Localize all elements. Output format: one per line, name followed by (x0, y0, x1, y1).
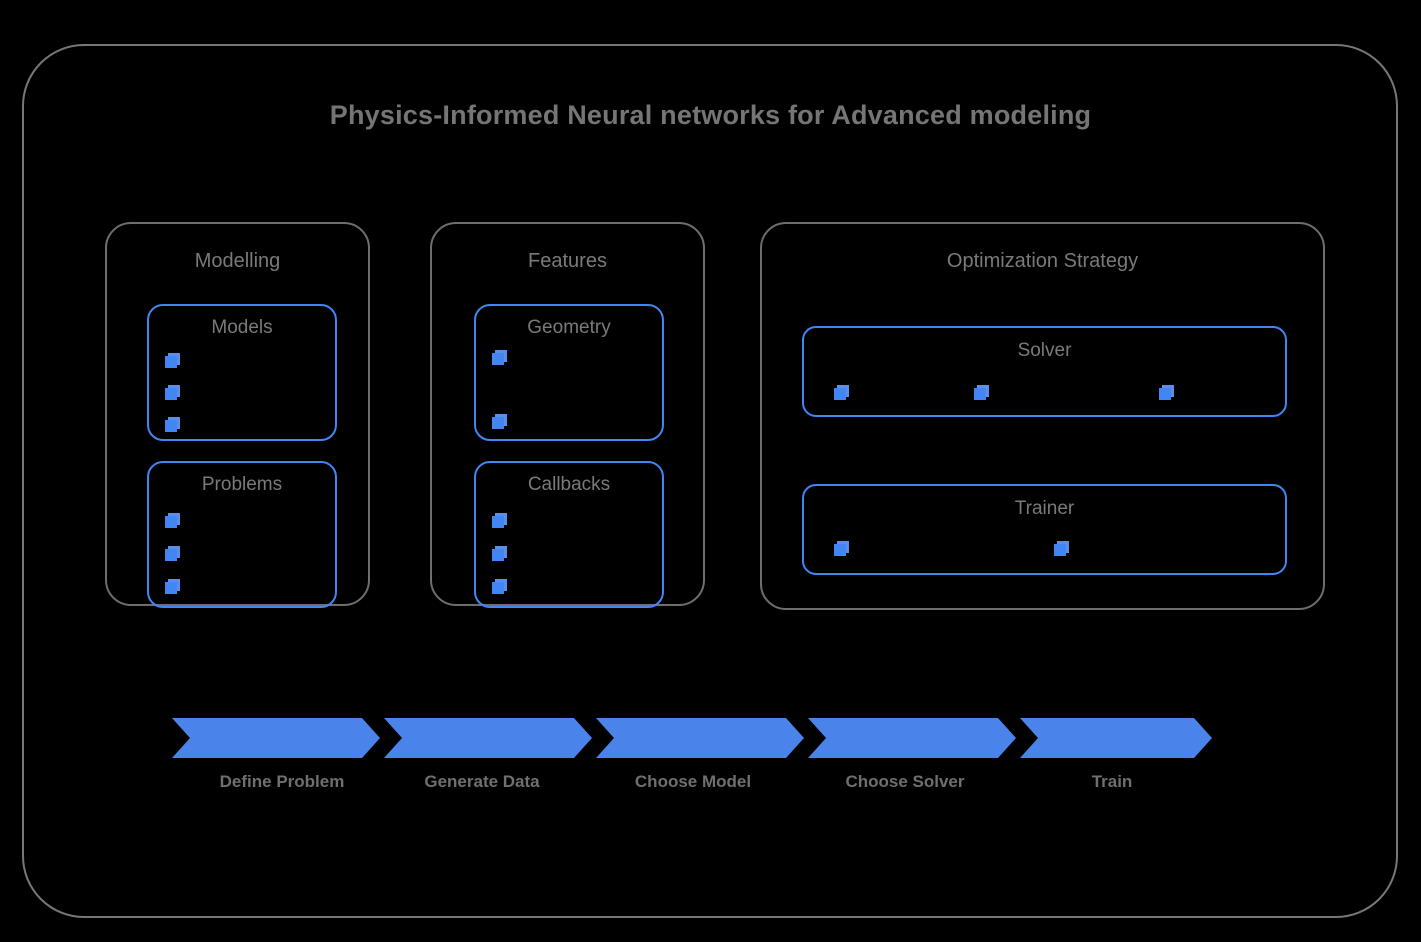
page-title: Physics-Informed Neural networks for Adv… (329, 100, 1092, 130)
group-panel-features: Features Geometry Callbacks (430, 222, 705, 608)
sub-title-solver: Solver (1017, 340, 1072, 361)
bullet-cube-icon (834, 541, 849, 556)
pipeline-step-arrow-3[interactable] (596, 718, 804, 758)
pipeline-step-label-3: Choose Model (634, 772, 752, 791)
bullet-cube-icon (974, 385, 989, 400)
group-title-optimization-strategy: Optimization Strategy (946, 250, 1139, 272)
group-title-features: Features (528, 250, 607, 272)
bullet-cube-icon (1159, 385, 1174, 400)
pipeline-step-arrow-2[interactable] (384, 718, 592, 758)
pipeline-step-label-5: Train (1091, 772, 1133, 791)
pipeline-step-arrow-4[interactable] (808, 718, 1016, 758)
pipeline-step-label-2: Generate Data (424, 772, 540, 791)
sub-box-geometry[interactable]: Geometry (474, 304, 664, 441)
bullet-cube-icon (492, 546, 507, 561)
sub-box-problems[interactable]: Problems (147, 461, 337, 608)
sub-title-models: Models (211, 317, 273, 338)
sub-box-solver[interactable]: Solver (802, 326, 1287, 417)
bullet-cube-icon (165, 385, 180, 400)
bullet-cube-icon (834, 385, 849, 400)
bullet-cube-icon (1054, 541, 1069, 556)
group-panel-optimization-strategy: Optimization Strategy Solver Trainer (760, 222, 1325, 610)
pipeline-step-label-1: Define Problem (219, 772, 345, 791)
sub-title-callbacks: Callbacks (527, 474, 611, 495)
bullet-cube-icon (492, 513, 507, 528)
sub-box-trainer[interactable]: Trainer (802, 484, 1287, 575)
outer-frame (22, 44, 1398, 918)
bullet-cube-icon (492, 350, 507, 365)
sub-box-callbacks[interactable]: Callbacks (474, 461, 664, 608)
group-title-modelling: Modelling (194, 250, 281, 272)
pipeline-flow (172, 718, 1212, 758)
bullet-cube-icon (165, 513, 180, 528)
pipeline-step-arrow-5[interactable] (1020, 718, 1212, 758)
group-panel-modelling: Modelling Models Problems (105, 222, 370, 608)
bullet-cube-icon (492, 579, 507, 594)
bullet-cube-icon (165, 546, 180, 561)
pipeline-step-label-4: Choose Solver (845, 772, 965, 791)
sub-box-models[interactable]: Models (147, 304, 337, 441)
sub-title-geometry: Geometry (527, 317, 611, 338)
sub-title-problems: Problems (201, 474, 283, 495)
bullet-cube-icon (165, 353, 180, 368)
pipeline-step-arrow-1[interactable] (172, 718, 380, 758)
bullet-cube-icon (165, 417, 180, 432)
bullet-cube-icon (492, 414, 507, 429)
bullet-cube-icon (165, 579, 180, 594)
sub-title-trainer: Trainer (1014, 498, 1075, 519)
